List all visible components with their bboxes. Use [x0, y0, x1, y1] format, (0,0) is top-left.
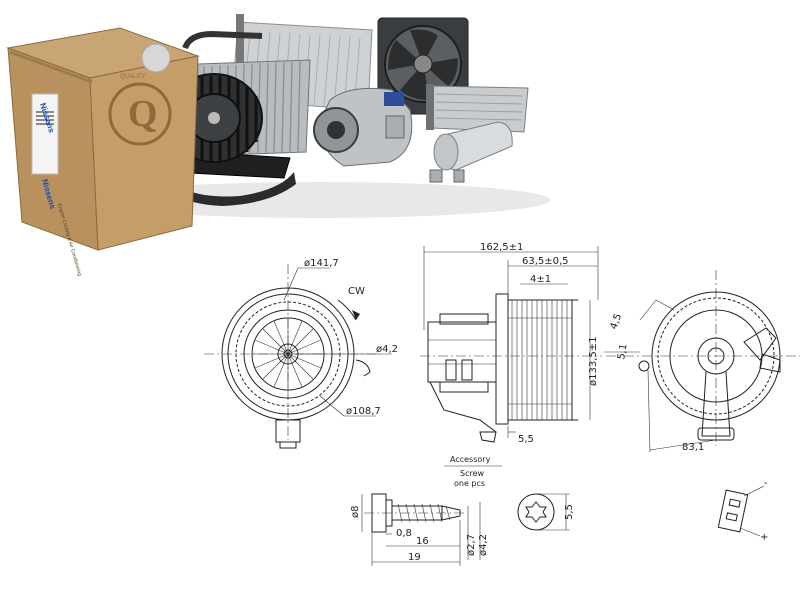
receiver-drier-image: [429, 121, 513, 183]
front-hub-dia-label: ø4,2: [376, 344, 398, 355]
accessory-block: Accessory Screw one pcs: [444, 455, 502, 488]
box-seal-letter: Q: [128, 93, 158, 135]
screw-total-length-label: 19: [408, 552, 421, 563]
back-angle-a-label: 4,5: [608, 312, 624, 331]
screw-head-dia-label: ø8: [350, 506, 361, 518]
front-rotation-label: CW: [348, 286, 365, 297]
side-flange-width-label: 4±1: [530, 274, 551, 285]
side-view: 162,5±1 63,5±0,5 4±1: [420, 242, 602, 445]
accessory-qty: one pcs: [454, 479, 485, 488]
screw-thread-length-label: 16: [416, 536, 429, 547]
accessory-item: Screw: [460, 469, 485, 478]
back-arm-length-label: 83,1: [682, 442, 704, 453]
screw-thread-dia-label: ø4,2: [478, 534, 489, 556]
side-motor-length-label: 63,5±0,5: [522, 256, 569, 267]
box-logo-badge: [141, 43, 171, 73]
front-view: ø141,7 CW ø4,2 ø108,7: [204, 258, 398, 449]
screw-drawing: ø8 0,8 16 19 ø2,7 ø4,2: [350, 493, 489, 566]
screw-socket-label: 5,5: [564, 504, 575, 520]
box-stamp-text: QUALITY: [120, 74, 146, 80]
side-offset-label: 5,5: [518, 434, 534, 445]
connector-drawing: - +: [717, 478, 768, 543]
back-view: 4,5 5,1 83,1: [604, 270, 800, 453]
nissens-box: Nissens Nissens Engine Cooling & Air Con…: [6, 27, 200, 277]
front-inner-dia-label: ø108,7: [346, 406, 381, 417]
box-label-sticker: [31, 93, 59, 175]
connector-plus-label: +: [760, 532, 768, 543]
side-wheel-dia-label: ø133,5±1: [588, 337, 599, 387]
accessory-title: Accessory: [450, 455, 491, 464]
heater-core-image: [426, 84, 529, 133]
technical-drawing: ø141,7 CW ø4,2 ø108,7 162,5±1 63,5±0,5 4…: [204, 242, 800, 566]
screw-shank-dia-label: ø2,7: [466, 534, 477, 556]
back-angle-b-label: 5,1: [616, 343, 630, 361]
screw-head-view: 5,5: [517, 493, 575, 531]
product-photo: Nissens Nissens Engine Cooling & Air Con…: [6, 14, 550, 277]
front-outer-dia-label: ø141,7: [304, 258, 339, 269]
screw-head-height-label: 0,8: [396, 528, 412, 539]
box-quality-seal: [108, 82, 172, 146]
compressor-image: [313, 87, 413, 167]
connector-minus-label: -: [764, 478, 768, 489]
side-total-length-label: 162,5±1: [480, 242, 523, 253]
